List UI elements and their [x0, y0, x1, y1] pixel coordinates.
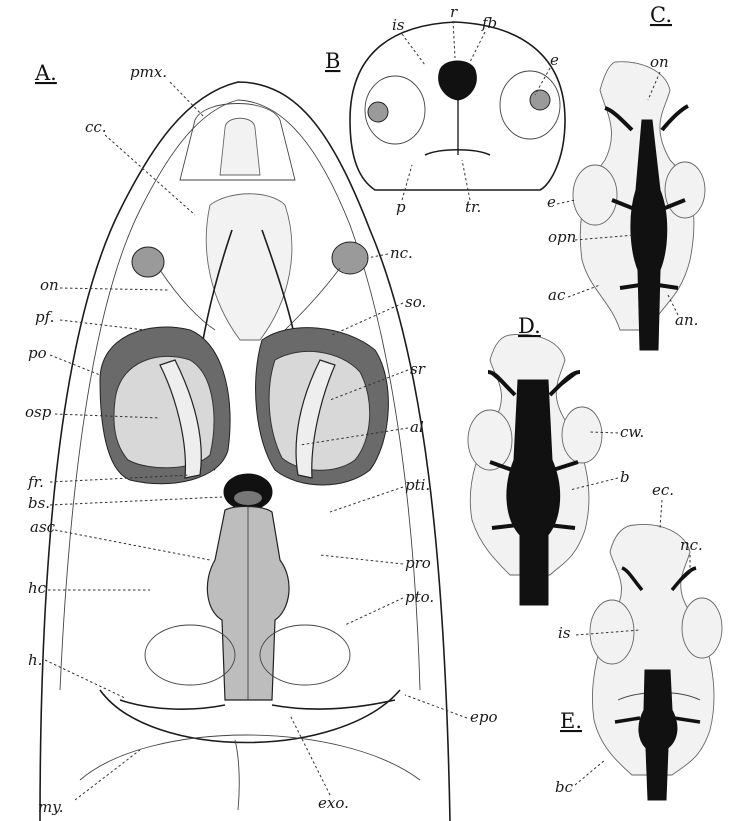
myotome-lines — [80, 735, 420, 810]
panel-letter-a: A. — [34, 61, 57, 85]
label-osp: osp — [25, 403, 52, 421]
panel-letter-c: C. — [650, 3, 672, 27]
section-eye-right — [500, 71, 560, 139]
figure-c — [573, 62, 705, 350]
panel-letter-b: B — [325, 49, 340, 73]
label-fr: fr. — [27, 473, 44, 491]
e-brain — [639, 670, 677, 800]
olfactory-nerve-right — [285, 268, 340, 330]
label-bc: bc — [555, 778, 574, 796]
label-is-b: is — [392, 16, 405, 34]
rostral-cartilage — [220, 118, 260, 175]
nasal-capsule-left — [132, 247, 164, 277]
label-nc-e: nc. — [680, 536, 703, 554]
label-exo: exo. — [318, 794, 349, 812]
label-h: h. — [28, 651, 42, 669]
label-on-c: on — [650, 53, 669, 71]
label-pro: pro — [405, 554, 431, 572]
label-tr: tr. — [465, 198, 481, 216]
label-so: so. — [405, 293, 426, 311]
label-epo: epo — [470, 708, 498, 726]
label-an: an. — [675, 311, 698, 329]
section-brain — [439, 61, 477, 100]
panel-letter-d: D. — [518, 314, 541, 338]
label-fb: fb — [481, 14, 497, 32]
label-ac: ac — [548, 286, 566, 304]
figure-d — [468, 334, 602, 605]
brain-anterior-highlight — [234, 491, 262, 505]
label-r: r — [450, 3, 458, 21]
label-is-e: is — [558, 624, 571, 642]
label-bs: bs. — [28, 494, 50, 512]
label-opn: opn — [548, 228, 576, 246]
auditory-capsule-left — [145, 625, 235, 685]
d-eye-left — [468, 410, 512, 470]
label-hc: hc — [28, 579, 47, 597]
label-po: po — [28, 344, 47, 362]
label-asc: asc — [30, 518, 56, 536]
e-eye-right — [682, 598, 722, 658]
label-e-c: e — [547, 193, 556, 211]
figure-b — [350, 22, 565, 190]
label-cc: cc. — [85, 118, 107, 136]
label-pf: pf. — [35, 308, 54, 326]
panel-letter-e: E. — [560, 709, 582, 733]
label-on-a: on — [40, 276, 59, 294]
label-p: p — [396, 198, 406, 216]
head-outline — [40, 82, 450, 821]
c-eye-right — [665, 162, 705, 218]
figure-e — [590, 524, 722, 800]
label-nc-a: nc. — [390, 244, 413, 262]
label-pti: pti. — [405, 476, 430, 494]
section-lens-right — [530, 90, 550, 110]
figure-a — [40, 82, 450, 821]
label-al: al — [410, 418, 424, 436]
hyoid-arch — [120, 700, 395, 709]
d-eye-right — [562, 407, 602, 463]
c-eye-left — [573, 165, 617, 225]
labels-b: is r fb e p tr. — [392, 3, 559, 216]
label-cw: cw. — [620, 423, 644, 441]
trabecula-plate — [206, 194, 292, 340]
labels-a: pmx. cc. nc. on so. pf. po sr osp al fr.… — [25, 63, 498, 816]
label-pto: pto. — [405, 588, 434, 606]
label-e-b: e — [550, 51, 559, 69]
label-my: my. — [38, 798, 63, 816]
label-ec: ec. — [652, 481, 674, 499]
label-b: b — [620, 468, 630, 486]
label-pmx: pmx. — [130, 63, 167, 81]
nasal-capsule-right — [332, 242, 368, 274]
section-lens-left — [368, 102, 388, 122]
label-sr: sr — [410, 360, 426, 378]
